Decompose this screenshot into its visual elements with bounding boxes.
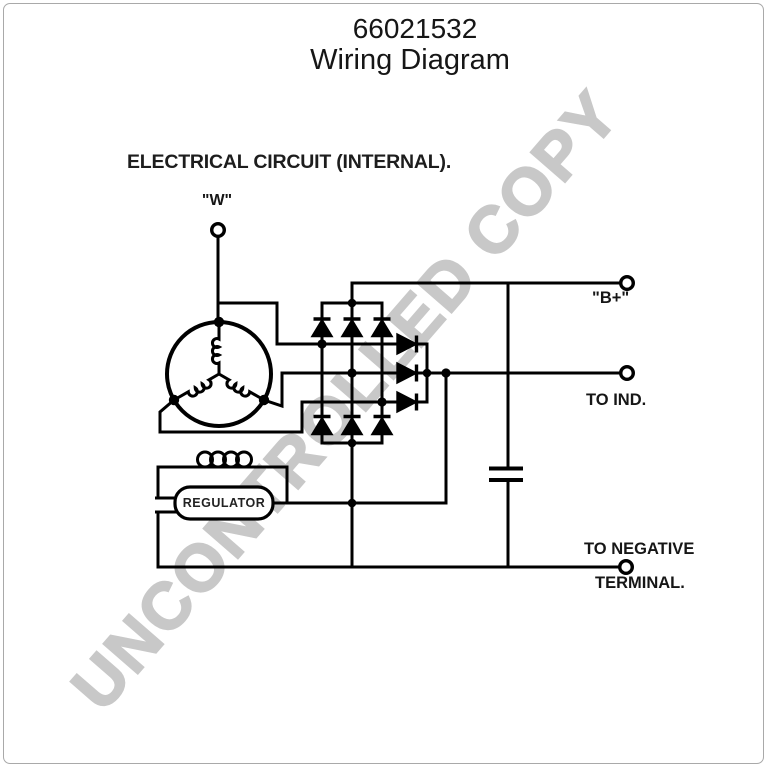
diode-icon	[340, 416, 364, 436]
stator-node-top	[213, 316, 225, 328]
coil-loop	[222, 450, 240, 469]
terminal-w	[209, 221, 226, 238]
wire-phase3	[158, 397, 400, 434]
diode-trio	[396, 332, 419, 414]
diode-icon	[310, 416, 334, 436]
diode-icon	[396, 332, 419, 356]
label-terminal-bplus: "B+"	[592, 289, 630, 307]
terminal-ind	[619, 365, 636, 382]
label-terminal-to-ind: TO IND.	[586, 391, 647, 409]
stator-nodes	[168, 316, 270, 406]
regulator-box	[173, 485, 275, 521]
junction-dot	[347, 368, 357, 378]
field-coil	[196, 450, 253, 469]
stator	[165, 316, 273, 428]
terminals	[209, 221, 636, 576]
diode-icon	[340, 318, 364, 338]
diode-icon	[396, 361, 419, 385]
label-terminal-negative-line2: TERMINAL.	[595, 574, 685, 592]
stator-windings	[173, 322, 265, 402]
stator-node-right	[258, 394, 270, 406]
stator-winding-top	[211, 322, 223, 374]
wire-phase2	[262, 371, 400, 409]
page-title: Wiring Diagram	[310, 44, 510, 76]
junction-dot	[441, 368, 451, 378]
terminal-negative	[618, 559, 635, 576]
stator-winding-right	[218, 372, 265, 402]
stator-winding-left	[173, 372, 220, 402]
rectifier-bridge	[310, 317, 419, 436]
diode-icon	[396, 390, 419, 414]
capacitor	[489, 466, 523, 482]
regulator	[173, 485, 275, 521]
diode-icon	[370, 318, 394, 338]
page-title-part-number: 66021532	[352, 13, 478, 44]
diode-icon	[370, 416, 394, 436]
diode-icon	[310, 318, 334, 338]
positive-diodes	[310, 317, 394, 338]
coil-loop	[235, 450, 253, 469]
junction-dot	[422, 368, 432, 378]
label-terminal-negative-line1: TO NEGATIVE	[584, 540, 695, 558]
diagram-heading: ELECTRICAL CIRCUIT (INTERNAL).	[127, 151, 452, 173]
junction-dot	[347, 438, 357, 448]
negative-diodes	[310, 414, 394, 436]
wire-phase1	[216, 301, 400, 346]
label-terminal-w: "W"	[201, 192, 233, 209]
stator-node-left	[168, 394, 180, 406]
label-regulator: REGULATOR	[182, 496, 266, 510]
junction-dot	[347, 298, 357, 308]
coil-loop	[209, 450, 227, 469]
junction-dot	[377, 397, 387, 407]
junction-dots	[317, 298, 451, 508]
junction-dot	[347, 498, 357, 508]
junction-dot	[317, 339, 327, 349]
terminal-bplus	[619, 275, 636, 292]
coil-loop	[196, 450, 214, 469]
